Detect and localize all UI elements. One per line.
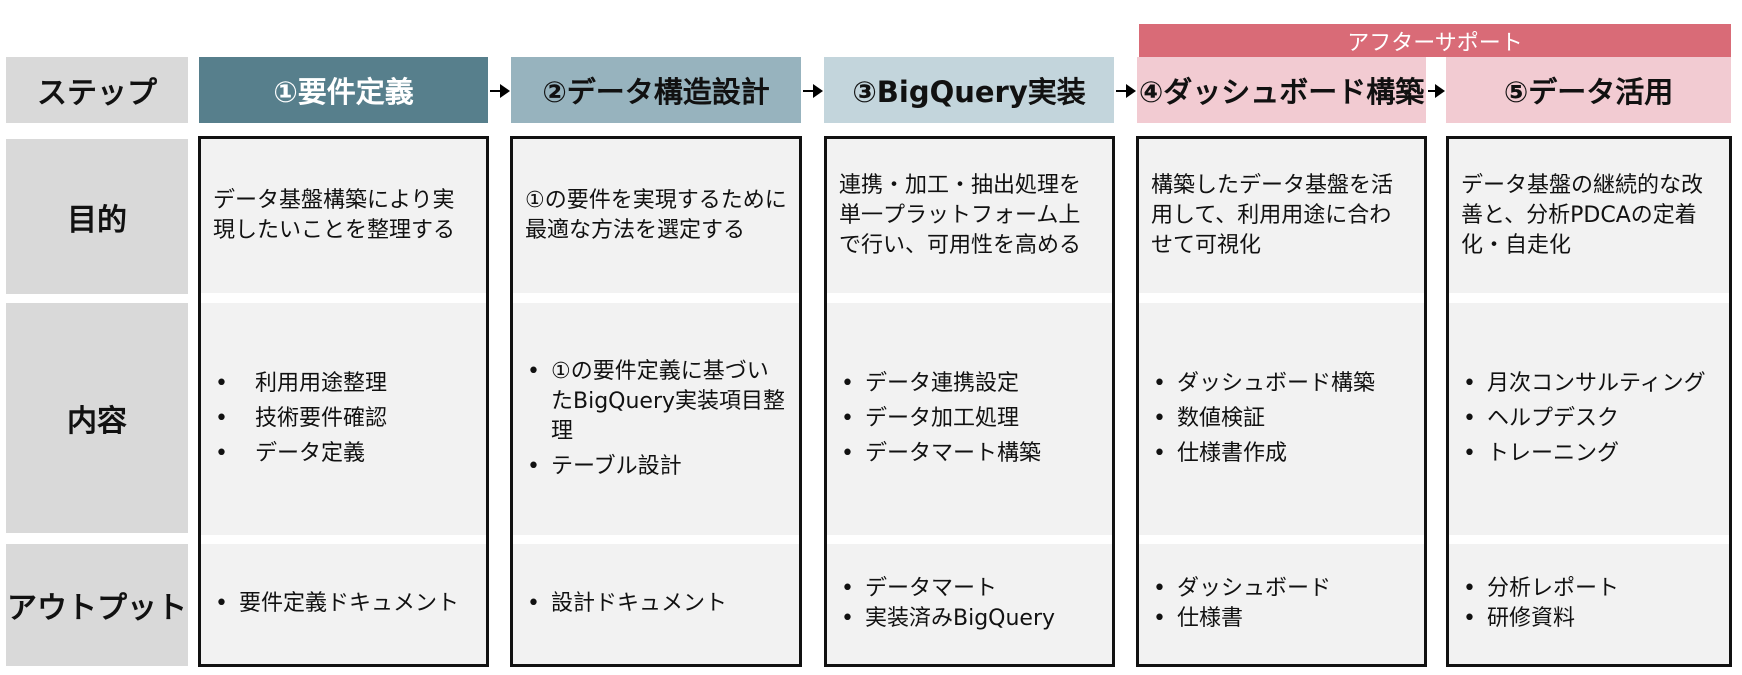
- purpose-text: データ基盤構築により実現したいことを整理する: [213, 188, 456, 243]
- step-header-4: ④ダッシュボード構築: [1137, 57, 1426, 123]
- arrow-right-icon: [1428, 84, 1445, 98]
- output-cell: ダッシュボード 仕様書: [1139, 544, 1424, 664]
- step-header-5: ⑤データ活用: [1446, 57, 1731, 123]
- step-title-2: ②データ構造設計: [542, 75, 770, 109]
- list-item: テーブル設計: [525, 452, 787, 482]
- step-header-3: ③BigQuery実装: [824, 57, 1114, 123]
- list-item: 仕様書: [1151, 604, 1331, 634]
- content-list: ダッシュボード構築 数値検証 仕様書作成: [1151, 364, 1375, 474]
- content-cell: ダッシュボード構築 数値検証 仕様書作成: [1139, 303, 1424, 535]
- output-list: 分析レポート 研修資料: [1461, 574, 1619, 634]
- list-item: 実装済みBigQuery: [839, 604, 1055, 634]
- list-item: データ連携設定: [839, 369, 1041, 399]
- purpose-text: 連携・加工・抽出処理を単一プラットフォーム上で行い、可用性を高める: [839, 173, 1082, 258]
- after-support-label: アフターサポート: [1347, 30, 1523, 56]
- list-item: 利用用途整理: [213, 369, 387, 399]
- after-support-banner: アフターサポート: [1139, 24, 1731, 57]
- purpose-cell: ①の要件を実現するために最適な方法を選定する: [513, 139, 799, 293]
- output-list: ダッシュボード 仕様書: [1151, 574, 1331, 634]
- output-cell: 分析レポート 研修資料: [1449, 544, 1729, 664]
- step-column-3: 連携・加工・抽出処理を単一プラットフォーム上で行い、可用性を高める データ連携設…: [824, 136, 1115, 667]
- list-item: 数値検証: [1151, 404, 1375, 434]
- list-item: ダッシュボード構築: [1151, 369, 1375, 399]
- content-list: データ連携設定 データ加工処理 データマート構築: [839, 364, 1041, 474]
- list-item: トレーニング: [1461, 439, 1706, 469]
- content-cell: データ連携設定 データ加工処理 データマート構築: [827, 303, 1112, 535]
- output-cell: 設計ドキュメント: [513, 544, 799, 664]
- purpose-text: 構築したデータ基盤を活用して、利用用途に合わせて可視化: [1151, 173, 1394, 258]
- purpose-cell: 構築したデータ基盤を活用して、利用用途に合わせて可視化: [1139, 139, 1424, 293]
- list-item: 技術要件確認: [213, 404, 387, 434]
- list-item: データ加工処理: [839, 404, 1041, 434]
- row-label-step: ステップ: [6, 57, 188, 123]
- list-item: ヘルプデスク: [1461, 404, 1706, 434]
- list-item: ダッシュボード: [1151, 574, 1331, 604]
- step-column-2: ①の要件を実現するために最適な方法を選定する ①の要件定義に基づいたBigQue…: [510, 136, 802, 667]
- content-cell: 月次コンサルティング ヘルプデスク トレーニング: [1449, 303, 1729, 535]
- arrow-right-icon: [1116, 84, 1136, 98]
- purpose-cell: データ基盤の継続的な改善と、分析PDCAの定着化・自走化: [1449, 139, 1729, 293]
- purpose-text: データ基盤の継続的な改善と、分析PDCAの定着化・自走化: [1461, 173, 1704, 258]
- arrow-right-icon: [803, 84, 823, 98]
- step-title-4: ④ダッシュボード構築: [1138, 75, 1425, 109]
- step-header-2: ②データ構造設計: [511, 57, 801, 123]
- output-list: 設計ドキュメント: [525, 589, 727, 619]
- purpose-cell: 連携・加工・抽出処理を単一プラットフォーム上で行い、可用性を高める: [827, 139, 1112, 293]
- list-item: データマート: [839, 574, 1055, 604]
- step-title-3: ③BigQuery実装: [852, 75, 1086, 109]
- list-item: 研修資料: [1461, 604, 1619, 634]
- step-title-5: ⑤データ活用: [1503, 75, 1674, 109]
- list-item: データ定義: [213, 439, 387, 469]
- row-label-output-text: アウトプット: [7, 591, 187, 626]
- content-list: 利用用途整理 技術要件確認 データ定義: [213, 364, 387, 474]
- row-label-content-text: 内容: [67, 404, 127, 439]
- output-cell: 要件定義ドキュメント: [201, 544, 486, 664]
- content-cell: ①の要件定義に基づいたBigQuery実装項目整理 テーブル設計: [513, 303, 799, 535]
- step-header-1: ①要件定義: [199, 57, 488, 123]
- content-cell: 利用用途整理 技術要件確認 データ定義: [201, 303, 486, 535]
- step-column-5: データ基盤の継続的な改善と、分析PDCAの定着化・自走化 月次コンサルティング …: [1446, 136, 1732, 667]
- list-item: 要件定義ドキュメント: [213, 589, 459, 619]
- list-item: 設計ドキュメント: [525, 589, 727, 619]
- step-title-1: ①要件定義: [273, 75, 414, 109]
- row-label-purpose: 目的: [6, 139, 188, 294]
- content-list: ①の要件定義に基づいたBigQuery実装項目整理 テーブル設計: [525, 352, 787, 487]
- row-label-content: 内容: [6, 303, 188, 533]
- row-label-output: アウトプット: [6, 544, 188, 666]
- list-item: 仕様書作成: [1151, 439, 1375, 469]
- list-item: 月次コンサルティング: [1461, 369, 1706, 399]
- content-list: 月次コンサルティング ヘルプデスク トレーニング: [1461, 364, 1706, 474]
- step-column-4: 構築したデータ基盤を活用して、利用用途に合わせて可視化 ダッシュボード構築 数値…: [1136, 136, 1427, 667]
- list-item: ①の要件定義に基づいたBigQuery実装項目整理: [525, 357, 787, 447]
- arrow-right-icon: [490, 84, 510, 98]
- output-list: データマート 実装済みBigQuery: [839, 574, 1055, 634]
- purpose-text: ①の要件を実現するために最適な方法を選定する: [525, 188, 787, 243]
- output-cell: データマート 実装済みBigQuery: [827, 544, 1112, 664]
- output-list: 要件定義ドキュメント: [213, 589, 459, 619]
- list-item: 分析レポート: [1461, 574, 1619, 604]
- list-item: データマート構築: [839, 439, 1041, 469]
- row-label-step-text: ステップ: [37, 76, 157, 111]
- row-label-purpose-text: 目的: [67, 202, 127, 238]
- step-column-1: データ基盤構築により実現したいことを整理する 利用用途整理 技術要件確認 データ…: [198, 136, 489, 667]
- purpose-cell: データ基盤構築により実現したいことを整理する: [201, 139, 486, 293]
